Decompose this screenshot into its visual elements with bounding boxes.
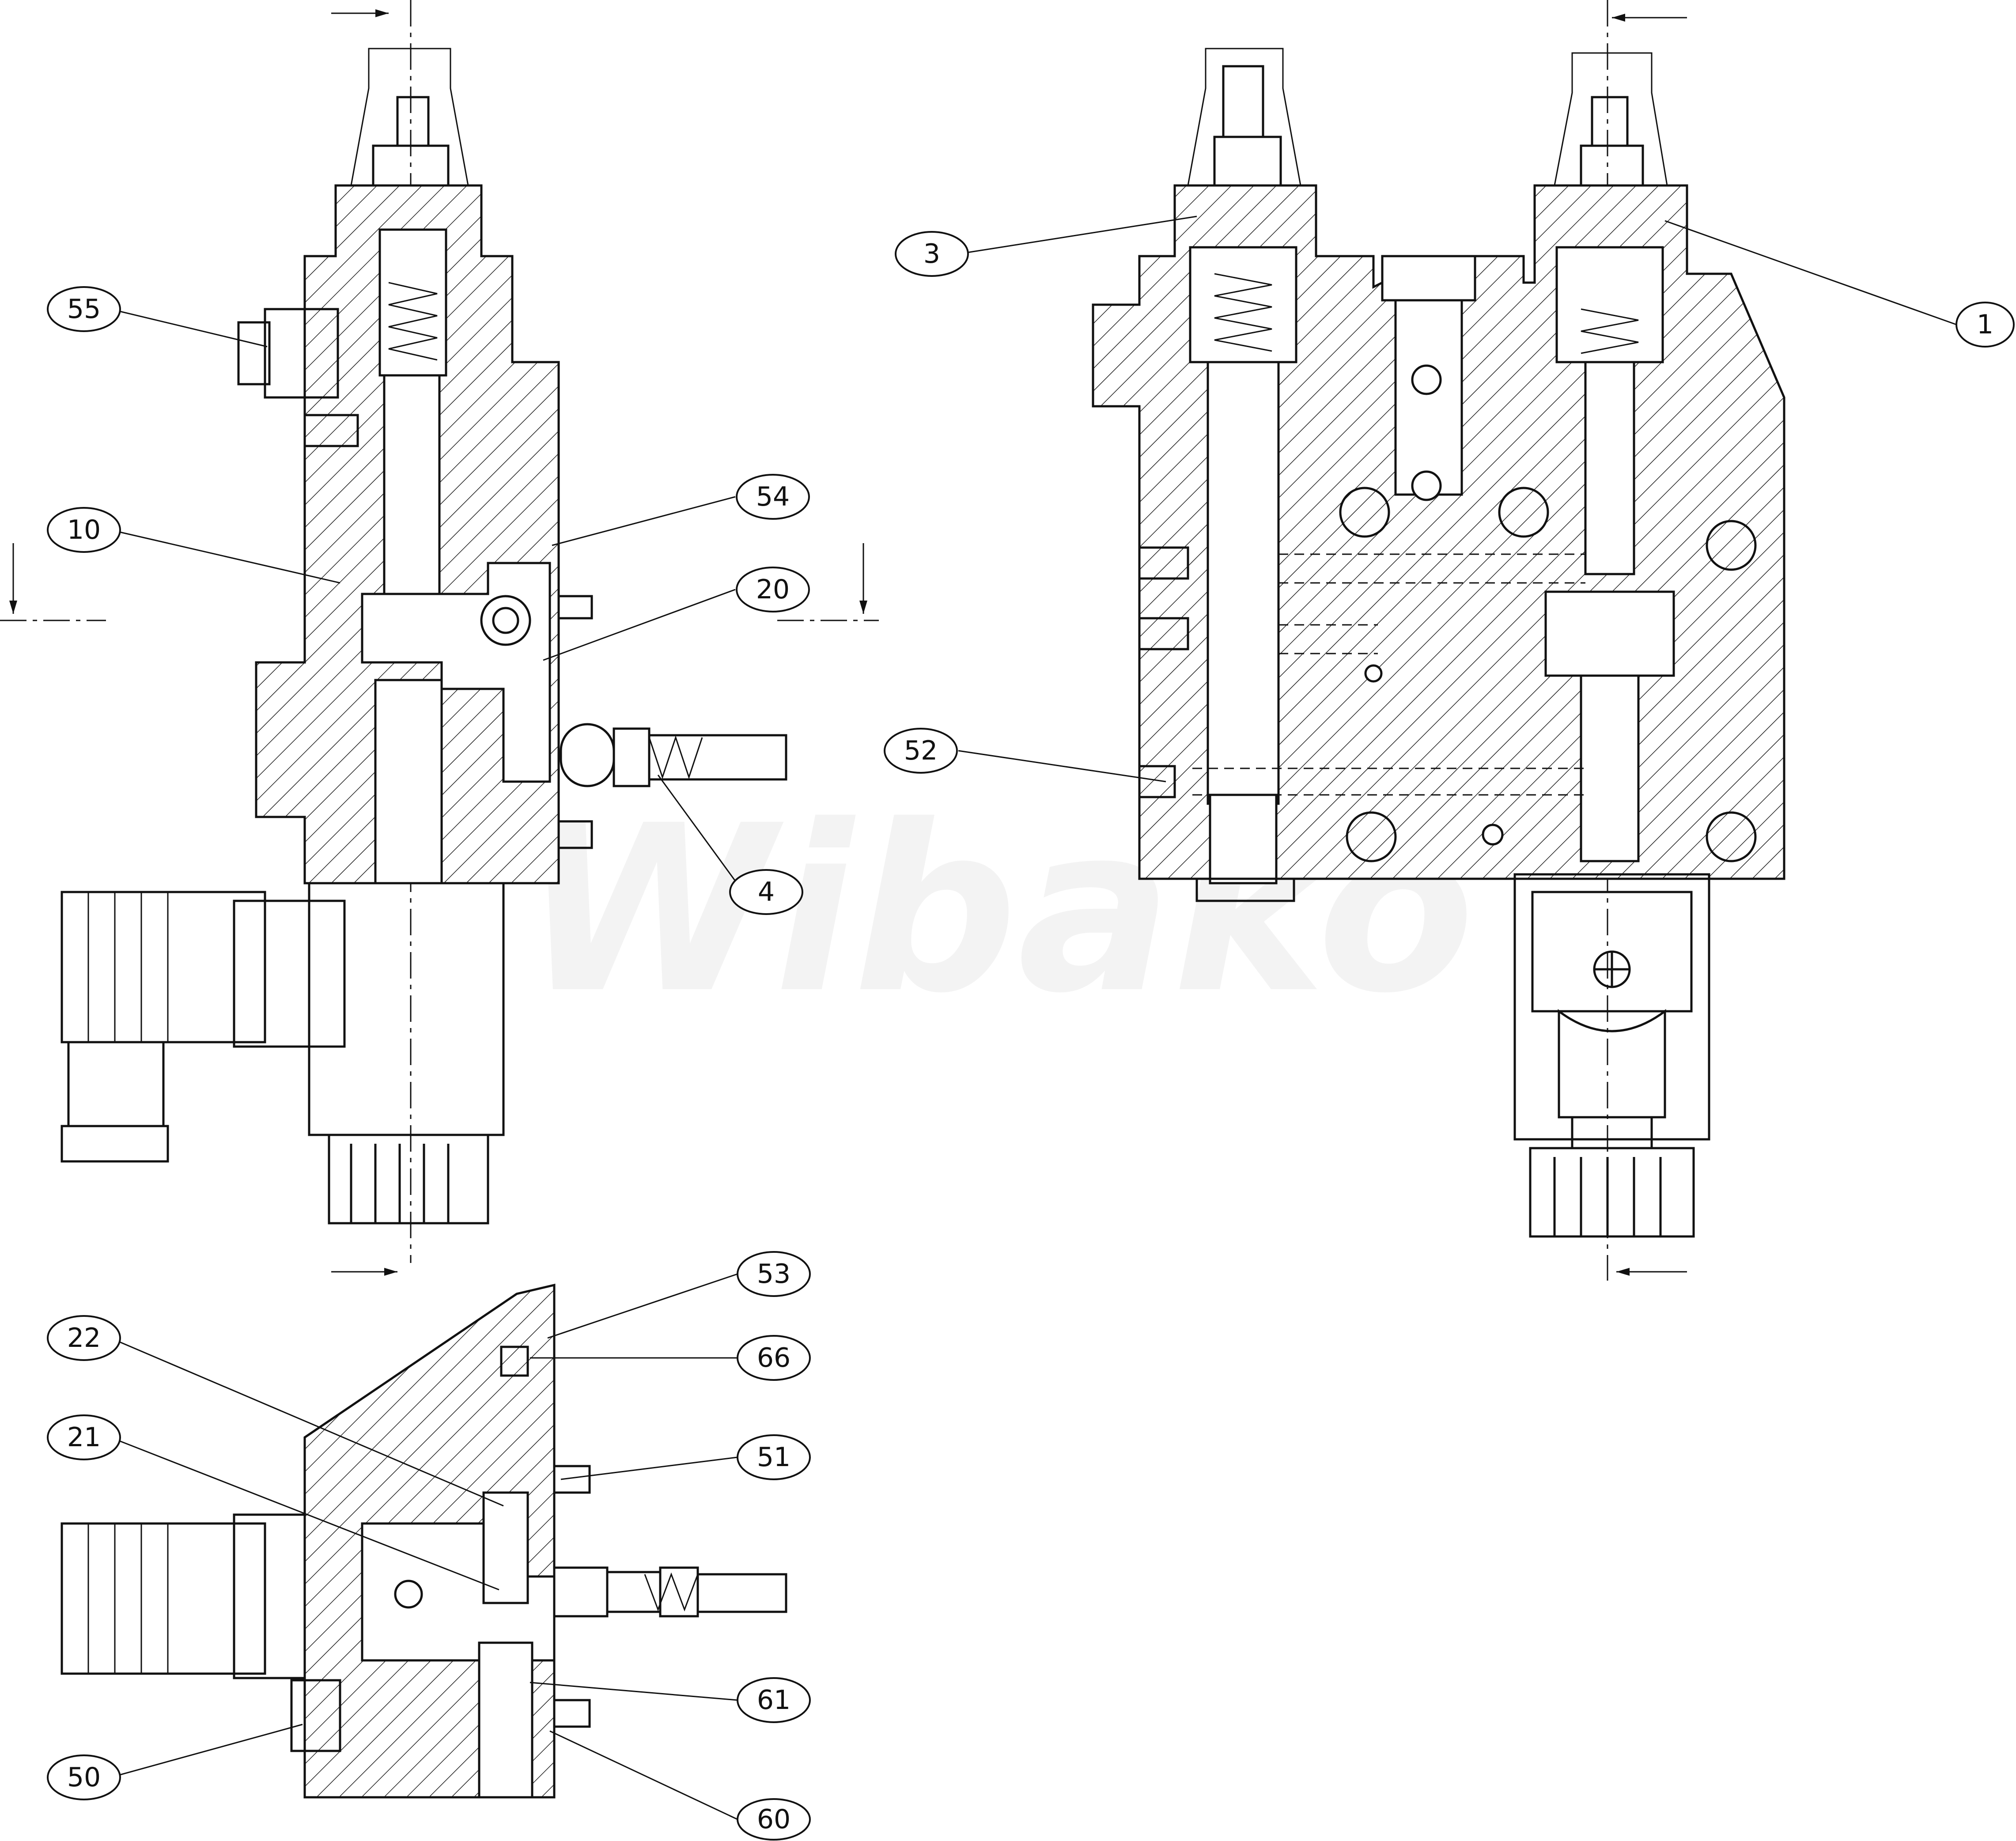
svg-text:61: 61 [757, 1685, 791, 1716]
callout-21: 21 [47, 1414, 121, 1460]
svg-text:3: 3 [923, 238, 940, 269]
svg-text:22: 22 [67, 1323, 101, 1353]
callout-55: 55 [47, 286, 121, 332]
right-section-view [1092, 0, 1785, 1281]
bottom-section-view [61, 1283, 787, 1799]
callout-54: 54 [736, 474, 810, 520]
leader-lines [110, 215, 1957, 1820]
callout-53: 53 [737, 1251, 811, 1297]
svg-text:50: 50 [67, 1762, 101, 1793]
svg-text:54: 54 [756, 481, 790, 512]
callout-61: 61 [737, 1677, 811, 1723]
callout-20: 20 [736, 567, 810, 612]
svg-text:1: 1 [1977, 309, 1993, 340]
callout-22: 22 [47, 1315, 121, 1361]
svg-text:10: 10 [67, 514, 101, 545]
svg-text:60: 60 [757, 1804, 791, 1835]
svg-text:20: 20 [756, 574, 790, 605]
callout-3: 3 [895, 231, 969, 277]
left-section-view [0, 0, 879, 1276]
svg-text:55: 55 [67, 294, 101, 325]
svg-text:51: 51 [757, 1442, 791, 1473]
callout-51: 51 [737, 1434, 811, 1480]
callout-4: 4 [729, 869, 803, 915]
svg-text:53: 53 [757, 1259, 791, 1289]
svg-text:66: 66 [757, 1342, 791, 1373]
callout-60: 60 [737, 1798, 811, 1841]
callout-66: 66 [737, 1335, 811, 1381]
svg-text:4: 4 [758, 877, 775, 907]
callout-52: 52 [884, 728, 958, 774]
callout-1: 1 [1955, 302, 2015, 348]
callout-50: 50 [47, 1754, 121, 1800]
svg-text:52: 52 [904, 735, 938, 766]
callout-10: 10 [47, 507, 121, 553]
svg-text:21: 21 [67, 1422, 101, 1453]
